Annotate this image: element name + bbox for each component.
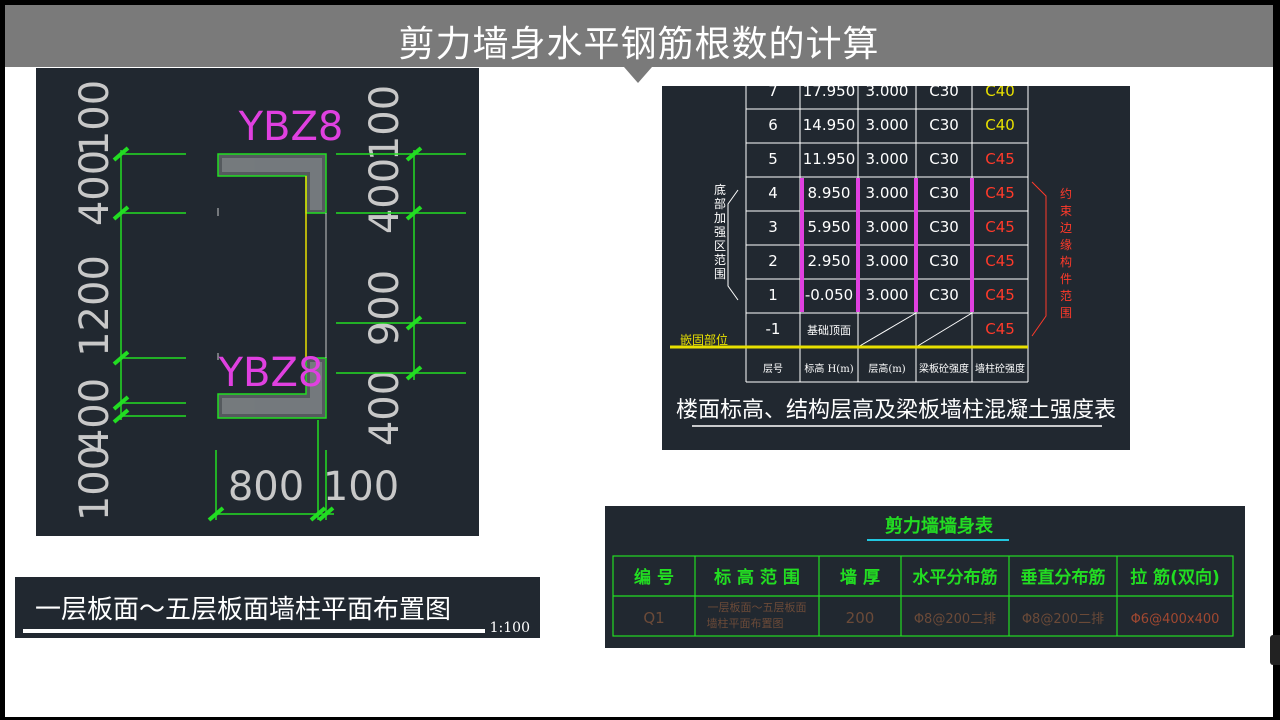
title-pointer xyxy=(624,67,652,83)
floor-row-beam: C30 xyxy=(929,218,959,236)
bottom-dim-1: 800 xyxy=(228,464,304,510)
floor-header: 层高(m) xyxy=(868,362,905,375)
side-scroll-handle[interactable] xyxy=(1270,635,1280,665)
floor-row-elev: 5.950 xyxy=(808,218,851,236)
bottom-dim-2: 100 xyxy=(323,464,399,510)
wall-cell-tie: Φ6@400x400 xyxy=(1131,612,1220,627)
floor-row-height: 3.000 xyxy=(866,86,909,100)
wall-column-plan-drawing: 100 400 1200 400 100 100 400 900 400 800… xyxy=(36,68,479,536)
wall-cell-vert: Φ8@200二排 xyxy=(1022,612,1104,627)
floor-row-wall: C45 xyxy=(985,252,1015,270)
floor-row-elev: 17.950 xyxy=(803,86,856,100)
wall-cell-horiz: Φ8@200二排 xyxy=(914,612,996,627)
floor-row-beam: C30 xyxy=(929,86,959,100)
floor-row-wall: C45 xyxy=(985,286,1015,304)
floor-row-elev: -0.050 xyxy=(805,286,853,304)
floor-row-elev: 14.950 xyxy=(803,116,856,134)
right-dim-2: 400 xyxy=(362,158,408,234)
left-dim-4: 400 xyxy=(72,150,118,226)
floor-row-beam: C30 xyxy=(929,252,959,270)
right-dim-4: 400 xyxy=(362,370,408,446)
floor-row-wall: C45 xyxy=(985,218,1015,236)
plan-scale: 1:100 xyxy=(489,620,530,636)
floor-row-height: 3.000 xyxy=(866,286,909,304)
floor-row-wall: C40 xyxy=(985,116,1015,134)
floor-row-floor: 3 xyxy=(768,218,778,236)
floor-row-beam: C30 xyxy=(929,150,959,168)
floor-header: 墙柱砼强度 xyxy=(975,362,1025,375)
floor-row-floor: 6 xyxy=(768,116,778,134)
left-dim-3: 1200 xyxy=(72,255,118,357)
wall-hdr-horiz: 水平分布筋 xyxy=(913,567,998,588)
wall-cell-range-1: 一层板面～五层板面 xyxy=(708,600,807,614)
floor-row-elev: 11.950 xyxy=(803,150,856,168)
floor-row-floor: 5 xyxy=(768,150,778,168)
floor-row-beam: C30 xyxy=(929,116,959,134)
floor-row-height: 3.000 xyxy=(866,252,909,270)
wall-body-table: 剪力墙墙身表 编 号 标 高 范 围 墙 厚 水平分布筋 垂直分布筋 拉 筋(双… xyxy=(605,506,1245,648)
wall-table-title: 剪力墙墙身表 xyxy=(885,515,994,537)
floor-row-wall: C45 xyxy=(985,150,1015,168)
floor-row-beam: C30 xyxy=(929,286,959,304)
wall-hdr-range: 标 高 范 围 xyxy=(714,567,800,588)
wall-hdr-thick: 墙 厚 xyxy=(840,567,880,588)
ybz-label-bottom: YBZ8 xyxy=(218,350,324,396)
left-dim-2: 400 xyxy=(72,378,118,454)
floor-row-wall: C40 xyxy=(985,86,1015,100)
floor-row-floor: -1 xyxy=(766,320,781,338)
plan-caption: 一层板面～五层板面墙柱平面布置图 xyxy=(35,595,452,625)
embed-note: 嵌固部位 xyxy=(680,332,728,347)
floor-row-wall: C45 xyxy=(985,320,1015,338)
left-note: 底部加强区范围 xyxy=(714,182,726,281)
floor-header: 层号 xyxy=(763,363,783,375)
floor-row-wall: C45 xyxy=(985,184,1015,202)
wall-hdr-id: 编 号 xyxy=(634,567,674,588)
floor-row-elev: 8.950 xyxy=(808,184,851,202)
title-bar: 剪力墙身水平钢筋根数的计算 xyxy=(5,5,1273,67)
ybz-label-top: YBZ8 xyxy=(238,104,344,150)
floor-row-floor: 7 xyxy=(768,86,778,100)
wall-hdr-vert: 垂直分布筋 xyxy=(1021,567,1106,588)
floor-header: 梁板砼强度 xyxy=(919,362,969,375)
right-note: 约束边缘构件范围 xyxy=(1060,186,1072,320)
floor-header: 标高 H(m) xyxy=(804,362,853,375)
left-dim-5: 100 xyxy=(72,80,118,156)
wall-cell-range-2: 墙柱平面布置图 xyxy=(707,616,784,630)
right-dim-1: 100 xyxy=(362,85,408,161)
floor-row-height: 3.000 xyxy=(866,116,909,134)
floor-row-floor: 4 xyxy=(768,184,778,202)
floor-row-height: 3.000 xyxy=(866,184,909,202)
slide-title: 剪力墙身水平钢筋根数的计算 xyxy=(398,24,880,65)
plan-caption-box: 一层板面～五层板面墙柱平面布置图 1:100 xyxy=(15,577,540,638)
floor-row-elev: 2.950 xyxy=(808,252,851,270)
right-dim-3: 900 xyxy=(362,270,408,346)
wall-cell-id: Q1 xyxy=(643,609,664,627)
floor-row-beam: C30 xyxy=(929,184,959,202)
floor-row-floor: 2 xyxy=(768,252,778,270)
wall-cell-thick: 200 xyxy=(846,609,875,627)
floor-table-caption: 楼面标高、结构层高及梁板墙柱混凝土强度表 xyxy=(675,398,1116,423)
left-dim-1: 100 xyxy=(72,445,118,521)
floor-row-floor: 1 xyxy=(768,286,778,304)
floor-row-height: 3.000 xyxy=(866,150,909,168)
floor-row-elev: 基础顶面 xyxy=(807,324,851,337)
floor-row-height: 3.000 xyxy=(866,218,909,236)
wall-hdr-tie: 拉 筋(双向) xyxy=(1130,567,1219,588)
